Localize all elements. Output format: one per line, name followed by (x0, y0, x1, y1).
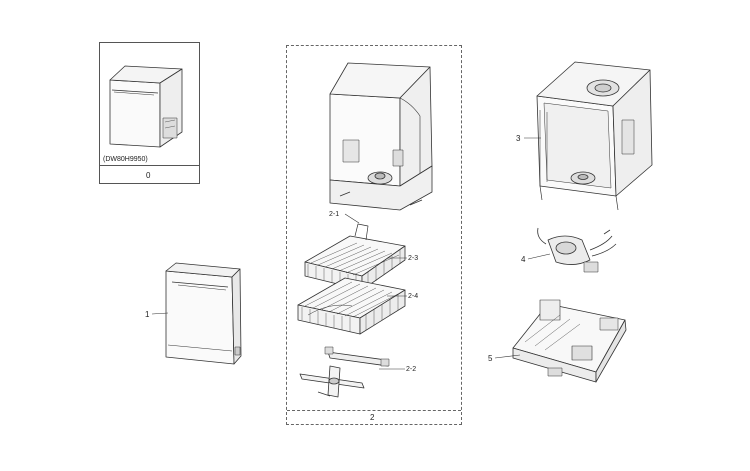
callout-2-2: 2-2 (406, 366, 417, 373)
callout-2-4: 2-4 (408, 293, 419, 300)
leader-5 (494, 354, 521, 359)
door-panel-drawing (165, 262, 242, 365)
spray-arm-drawing (299, 346, 390, 398)
callout-2-1: 2-1 (329, 211, 340, 218)
callout-1: 1 (145, 310, 150, 319)
assembly-2-frame (286, 45, 462, 425)
leader-1 (151, 312, 169, 315)
leader-2-1 (344, 213, 360, 224)
sump-assembly-drawing (537, 227, 617, 273)
assembly-0-frame (99, 42, 200, 184)
leader-4 (527, 253, 551, 260)
callout-5: 5 (488, 354, 493, 363)
assembly-2-divider (287, 410, 461, 411)
callout-2-3: 2-3 (408, 255, 419, 262)
base-assembly-drawing (512, 299, 627, 383)
callout-4: 4 (521, 255, 526, 264)
tub-frame-drawing (536, 61, 653, 211)
assembly-0-divider (100, 165, 199, 166)
callout-2: 2 (370, 413, 375, 422)
complete-dishwasher-drawing (109, 65, 183, 148)
callout-3: 3 (516, 134, 521, 143)
callout-0: 0 (146, 171, 151, 180)
lower-rack-drawing (297, 277, 406, 335)
model-label: (DW80H9950) (103, 156, 148, 163)
inner-tub-drawing (329, 62, 433, 211)
